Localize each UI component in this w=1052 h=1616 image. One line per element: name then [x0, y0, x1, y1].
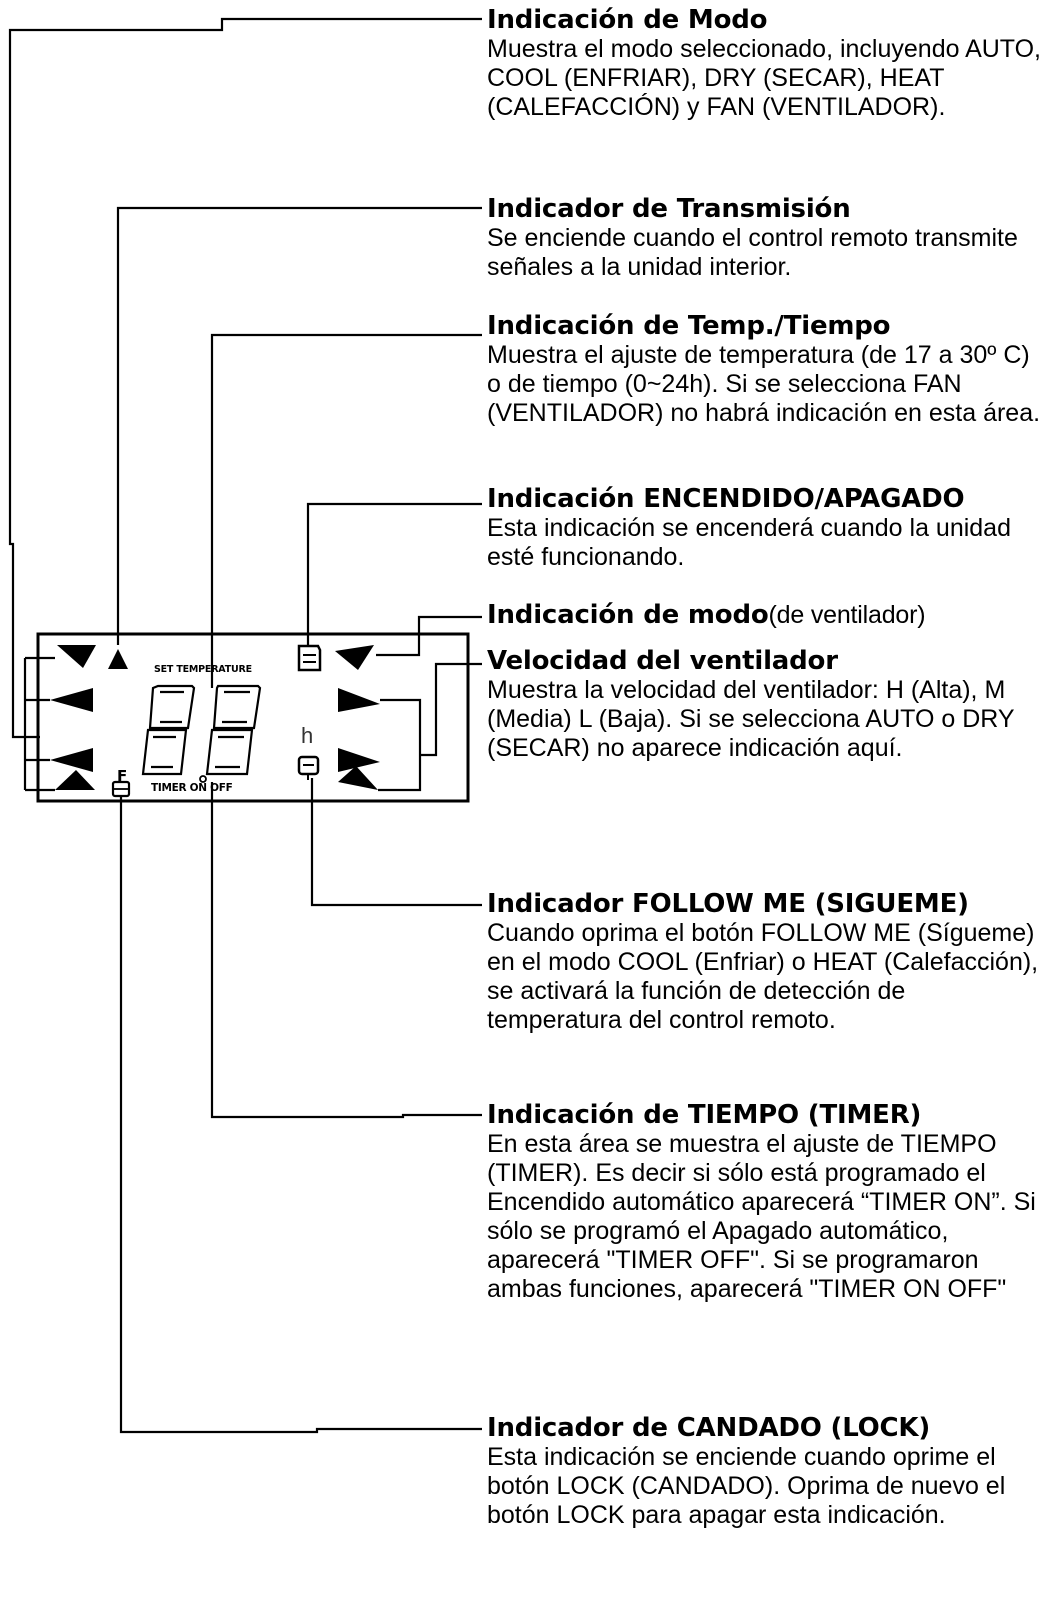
note-transmission-indicator: Indicador de Transmisión Se enciende cua…	[487, 194, 1047, 282]
note-on-off-indication: Indicación ENCENDIDO/APAGADO Esta indica…	[487, 484, 1047, 572]
timer-on-off-label: TIMER ON OFF	[151, 782, 233, 794]
note-timer-indication: Indicación de TIEMPO (TIMER) En esta áre…	[487, 1100, 1047, 1304]
note-description: Muestra el modo seleccionado, incluyendo…	[487, 35, 1042, 121]
fan-speed-medium-icon	[338, 748, 380, 772]
note-fan-speed: Velocidad del ventilador Muestra la velo…	[487, 646, 1047, 763]
digit-dot	[199, 775, 207, 783]
note-description: En esta área se muestra el ajuste de TIE…	[487, 1130, 1036, 1303]
note-title: Indicador de CANDADO (LOCK)	[487, 1413, 931, 1443]
hour-unit-label: h	[301, 723, 313, 748]
note-description: Muestra el ajuste de temperatura (de 17 …	[487, 341, 1041, 427]
temperature-time-digits	[141, 684, 262, 776]
digits-value: 88	[140, 773, 142, 775]
mode-cool-arrow-icon	[50, 688, 93, 712]
note-fan-mode-indication: Indicación de modo(de ventilador)	[487, 600, 1047, 630]
note-description: Esta indicación se enciende cuando oprim…	[487, 1443, 1006, 1529]
note-title: Indicación de TIEMPO (TIMER)	[487, 1100, 922, 1130]
note-description: Muestra la velocidad del ventilador: H (…	[487, 676, 1015, 762]
lcd-frame	[36, 632, 470, 803]
leader-lines	[8, 17, 482, 1434]
note-title-main: Indicación de modo	[487, 600, 769, 630]
mode-auto-arrow-icon	[57, 645, 96, 668]
note-title: Indicación ENCENDIDO/APAGADO	[487, 484, 965, 514]
note-lock-indicator: Indicador de CANDADO (LOCK) Esta indicac…	[487, 1413, 1047, 1530]
note-description: Se enciende cuando el control remoto tra…	[487, 224, 1018, 281]
lock-icon: F	[111, 767, 131, 798]
fan-mode-arrow-icon	[335, 645, 374, 670]
note-title: Indicador de Transmisión	[487, 194, 851, 224]
note-title: Velocidad del ventilador	[487, 646, 838, 676]
mode-dry-arrow-icon	[50, 748, 93, 772]
note-description: Cuando oprima el botón FOLLOW ME (Síguem…	[487, 919, 1039, 1034]
mode-heat-arrow-icon	[55, 770, 95, 790]
note-mode-indication: Indicación de Modo Muestra el modo selec…	[487, 5, 1047, 122]
note-follow-me-indicator: Indicador FOLLOW ME (SIGUEME) Cuando opr…	[487, 889, 1047, 1035]
transmission-icon	[108, 649, 128, 669]
note-title: Indicación de modo(de ventilador)	[487, 600, 1047, 630]
power-indicator-icon	[297, 644, 322, 672]
fan-speed-high-icon	[338, 688, 380, 712]
note-title: Indicación de Temp./Tiempo	[487, 311, 891, 341]
note-temp-time-indication: Indicación de Temp./Tiempo Muestra el aj…	[487, 311, 1047, 428]
lock-letter: F	[117, 767, 127, 785]
follow-me-icon	[297, 755, 320, 780]
note-title-suffix: (de ventilador)	[768, 601, 926, 629]
note-title: Indicación de Modo	[487, 5, 768, 35]
set-temperature-label: SET TEMPERATURE	[154, 664, 252, 675]
note-description: Esta indicación se encenderá cuando la u…	[487, 514, 1011, 571]
note-title: Indicador FOLLOW ME (SIGUEME)	[487, 889, 969, 919]
fan-speed-low-icon	[338, 766, 378, 790]
